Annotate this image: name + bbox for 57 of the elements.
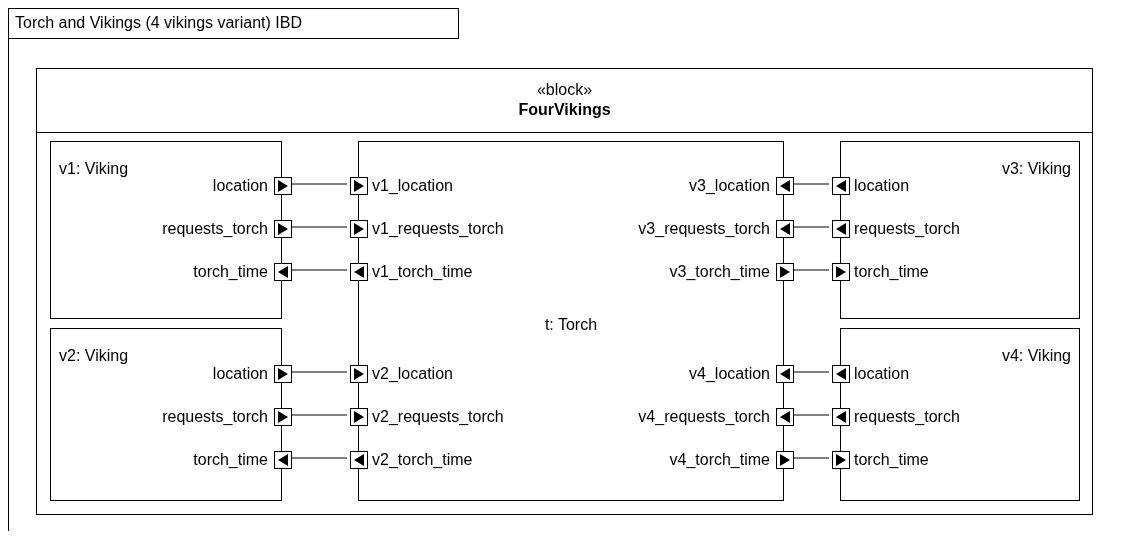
port-box: [776, 177, 794, 195]
port-label: requests_torch: [854, 408, 960, 426]
port-box: [274, 408, 292, 426]
port-label: v3_location: [689, 177, 770, 195]
port-label: requests_torch: [854, 220, 960, 238]
part-name: t: Torch: [543, 316, 599, 334]
port-box: [350, 408, 368, 426]
port-box: [832, 365, 850, 383]
port-label: v4_torch_time: [669, 451, 770, 469]
port-box: [776, 220, 794, 238]
port-box: [350, 220, 368, 238]
port-label: v2_torch_time: [372, 451, 473, 469]
port-label: torch_time: [854, 263, 929, 281]
block-box: [36, 68, 1093, 515]
port-box: [832, 263, 850, 281]
port-box: [274, 263, 292, 281]
port-box: [350, 365, 368, 383]
port-box: [350, 177, 368, 195]
part-name: v1: Viking: [59, 160, 129, 178]
port-box: [776, 451, 794, 469]
port-label: v3_requests_torch: [638, 220, 770, 238]
port-box: [274, 365, 292, 383]
port-box: [776, 408, 794, 426]
port-box: [776, 263, 794, 281]
port-box: [350, 451, 368, 469]
block-name: FourVikings: [517, 101, 612, 119]
port-label: torch_time: [193, 263, 268, 281]
port-box: [274, 220, 292, 238]
port-label: v4_location: [689, 365, 770, 383]
port-box: [832, 408, 850, 426]
port-label: v2_requests_torch: [372, 408, 504, 426]
part-name: v2: Viking: [59, 347, 129, 365]
port-label: requests_torch: [162, 220, 268, 238]
frame-title: Torch and Vikings (4 vikings variant) IBD: [8, 8, 459, 39]
port-label: v3_torch_time: [669, 263, 770, 281]
port-label: torch_time: [193, 451, 268, 469]
port-box: [350, 263, 368, 281]
port-label: requests_torch: [162, 408, 268, 426]
port-box: [832, 177, 850, 195]
port-box: [274, 177, 292, 195]
port-box: [832, 220, 850, 238]
port-label: v1_location: [372, 177, 453, 195]
port-label: torch_time: [854, 451, 929, 469]
port-box: [776, 365, 794, 383]
port-label: location: [854, 177, 910, 195]
port-label: v1_requests_torch: [372, 220, 504, 238]
port-box: [832, 451, 850, 469]
part-name: v4: Viking: [1001, 347, 1071, 365]
port-label: location: [854, 365, 910, 383]
stereotype-label: «block»: [535, 81, 594, 99]
port-box: [274, 451, 292, 469]
port-label: location: [212, 177, 268, 195]
port-label: v4_requests_torch: [638, 408, 770, 426]
port-label: v1_torch_time: [372, 263, 473, 281]
port-label: v2_location: [372, 365, 453, 383]
part-name: v3: Viking: [1001, 160, 1071, 178]
port-label: location: [212, 365, 268, 383]
